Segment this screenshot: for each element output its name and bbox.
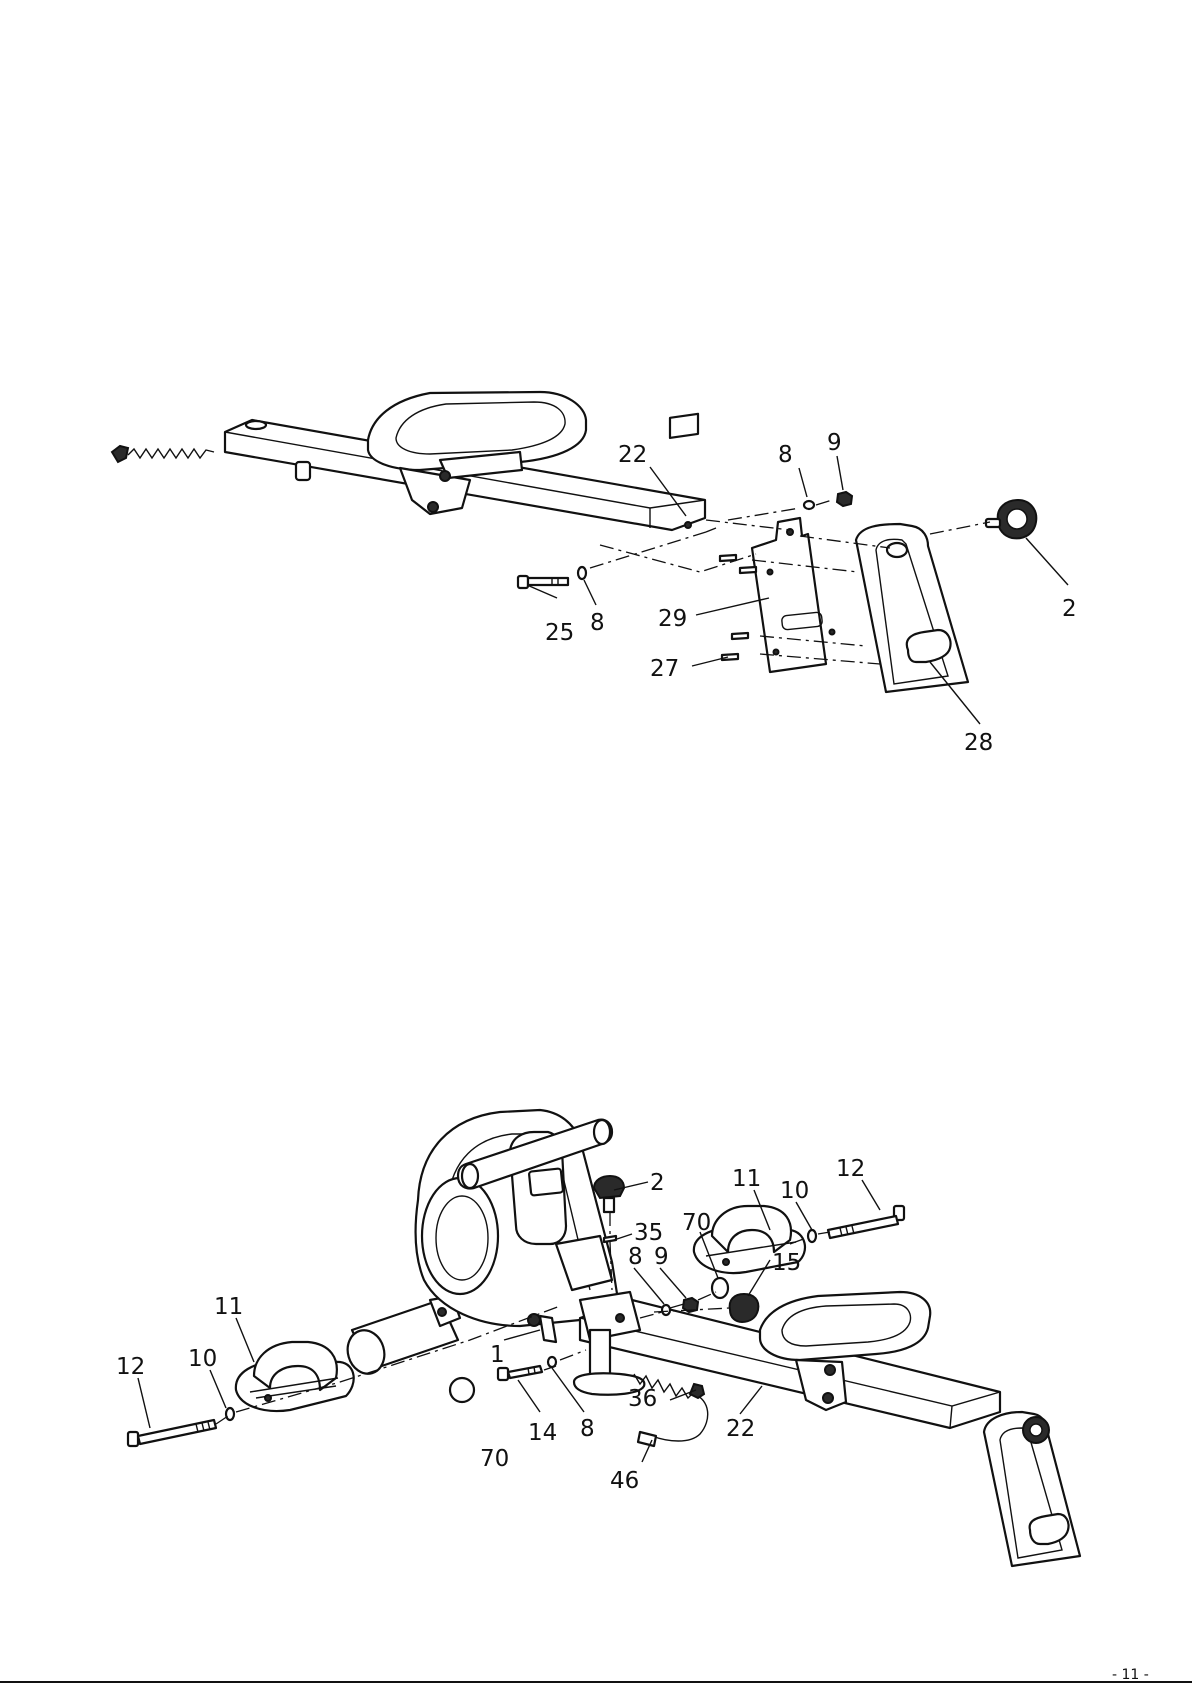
callout-1: 1	[490, 1342, 505, 1368]
washer-10-left	[226, 1408, 234, 1420]
callout-70-right: 70	[682, 1210, 711, 1236]
callout-22-bottom: 22	[726, 1416, 755, 1442]
end-cap-bottom	[984, 1412, 1080, 1566]
callout-27: 27	[650, 656, 679, 682]
callout-15: 15	[772, 1250, 801, 1276]
washer-8a	[578, 567, 586, 579]
washer-8-bottom-b	[548, 1357, 556, 1367]
callout-8-top-a: 8	[778, 442, 793, 468]
callout-11-left: 11	[214, 1294, 243, 1320]
callout-9-top: 9	[827, 430, 842, 456]
callout-8-bottom-a: 8	[628, 1244, 643, 1270]
top-exploded-view: 22 8 9 25 8 29 27 28 2	[112, 392, 1077, 756]
bolt-25	[518, 576, 568, 588]
callout-14: 14	[528, 1420, 557, 1446]
bushing-70-right	[712, 1278, 728, 1298]
callout-12-right: 12	[836, 1156, 865, 1182]
front-stabilizer	[343, 1296, 460, 1378]
bottom-exploded-view: 2 35 70 11 10 12 8 9 15 11 10 12 1 14 8 …	[116, 1110, 1080, 1566]
callout-28: 28	[964, 730, 993, 756]
callout-70-left: 70	[480, 1446, 509, 1472]
washer-8b	[804, 501, 814, 509]
bolt-12-right	[828, 1206, 904, 1238]
callout-8-bottom-b: 8	[580, 1416, 595, 1442]
callout-22-top: 22	[618, 442, 647, 468]
washer-8-bottom-a	[662, 1305, 670, 1315]
callout-29: 29	[658, 606, 687, 632]
callout-2-bottom: 2	[650, 1170, 665, 1196]
nut-9	[837, 492, 852, 506]
callout-10-left: 10	[188, 1346, 217, 1372]
callout-2-top: 2	[1062, 596, 1077, 622]
screw-35	[604, 1236, 616, 1242]
callout-36: 36	[628, 1386, 657, 1412]
end-cap-28	[856, 524, 968, 692]
callout-10-right: 10	[780, 1178, 809, 1204]
rear-bracket-29	[752, 518, 835, 672]
callout-12-left: 12	[116, 1354, 145, 1380]
callout-25: 25	[545, 620, 574, 646]
tension-cable	[112, 446, 214, 462]
callout-35: 35	[634, 1220, 663, 1246]
page-number: - 11 -	[1112, 1667, 1149, 1683]
callout-11-right: 11	[732, 1166, 761, 1192]
pedal-left-11	[236, 1342, 354, 1411]
callout-46: 46	[610, 1468, 639, 1494]
callout-9-bottom: 9	[654, 1244, 669, 1270]
bolt-12-left	[128, 1420, 216, 1446]
cap-70-left	[450, 1378, 474, 1402]
bolt-14	[498, 1366, 542, 1380]
callout-8-top-b: 8	[590, 610, 605, 636]
knob-2	[986, 500, 1036, 538]
knob-15	[730, 1294, 759, 1322]
washer-10-right	[808, 1230, 816, 1242]
